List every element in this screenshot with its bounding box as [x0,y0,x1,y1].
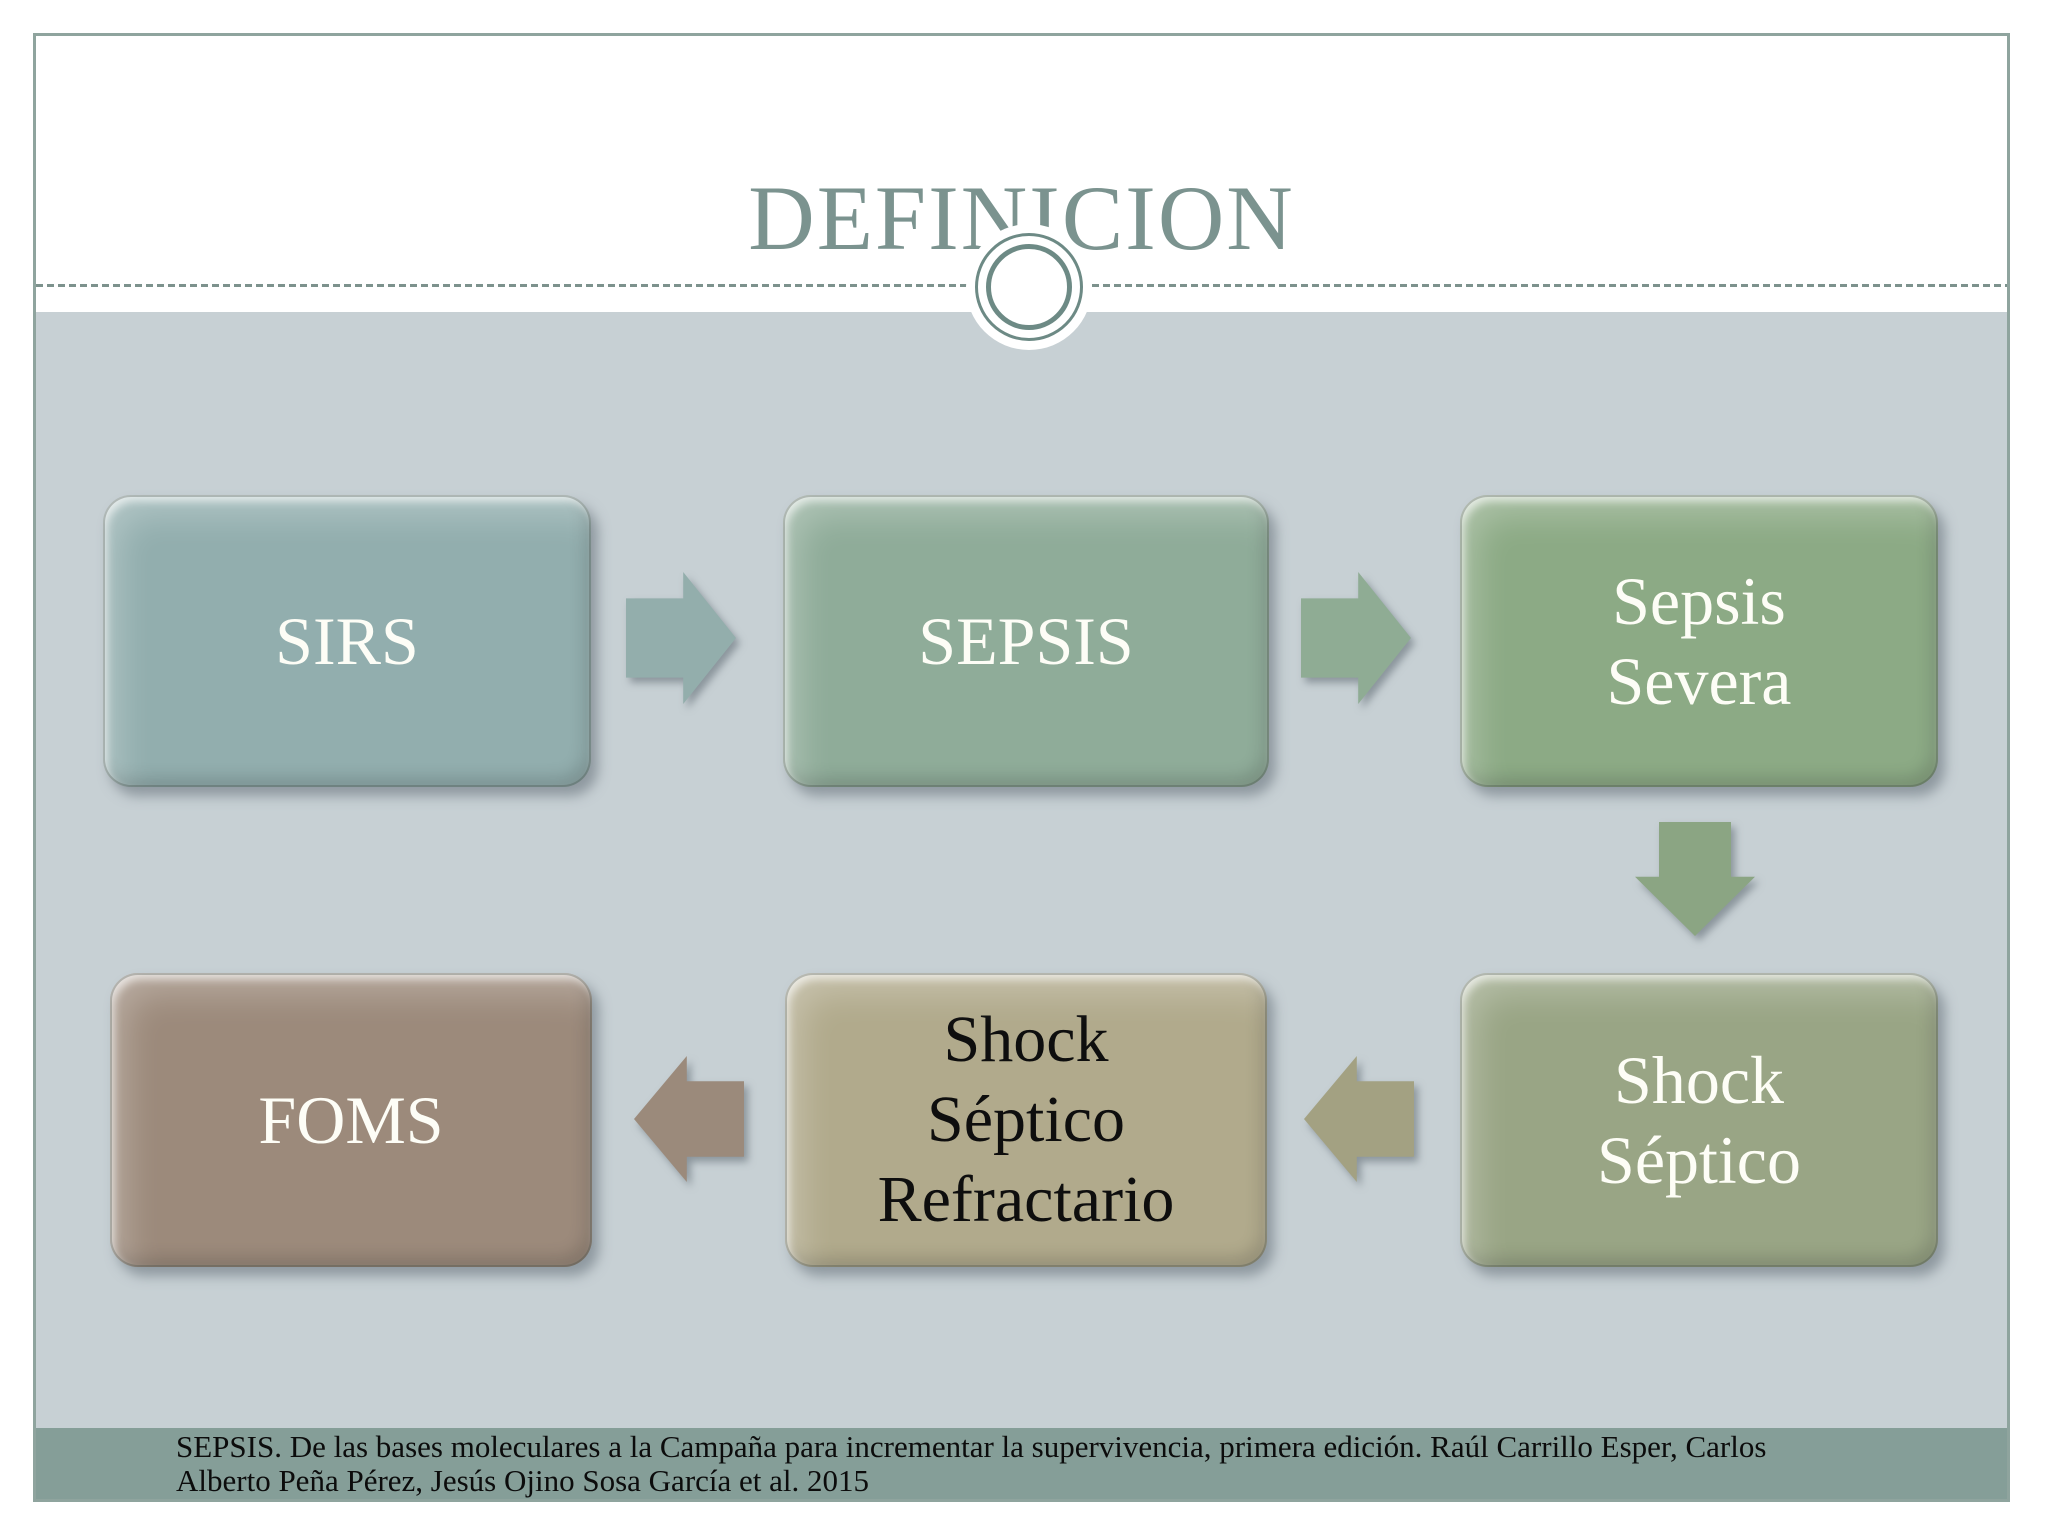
node-sepsis: SEPSIS [783,495,1269,787]
down-arrow-sepsis-severa-to-shock-septico-icon [1635,822,1755,936]
node-sepsis-label: SEPSIS [918,603,1134,679]
down-arrow-shape [1635,822,1755,936]
left-arrow-shape [634,1056,744,1182]
citation-band: SEPSIS. De las bases moleculares a la Ca… [36,1428,2007,1499]
citation-line-2: Alberto Peña Pérez, Jesús Ojino Sosa Gar… [176,1463,870,1498]
circle-ornament-outer-ring [975,233,1083,341]
right-arrow-shape [1301,572,1411,704]
node-shock-septico-refractario: Shock Séptico Refractario [785,973,1267,1267]
node-shock-septico-label-line1: Shock [1614,1042,1784,1118]
node-sirs: SIRS [103,495,591,787]
right-arrow-sirs-to-sepsis-icon [626,572,736,704]
node-sepsis-severa-label-line2: Severa [1606,643,1792,719]
circle-ornament-inner-ring [986,244,1072,330]
node-sirs-label: SIRS [275,603,419,679]
node-foms: FOMS [110,973,592,1267]
left-arrow-shape [1304,1056,1414,1182]
node-foms-label: FOMS [258,1082,444,1158]
right-arrow-sepsis-to-sepsis-severa-icon [1301,572,1411,704]
node-sepsis-severa: Sepsis Severa [1460,495,1938,787]
slide-frame [33,33,2010,1502]
node-sepsis-severa-label-line1: Sepsis [1612,563,1786,639]
left-arrow-shock-septico-to-refractario-icon [1304,1056,1414,1182]
node-refractario-label-line1: Shock [943,1003,1109,1076]
node-shock-septico: Shock Séptico [1460,973,1938,1267]
right-arrow-shape [626,572,736,704]
node-refractario-label-line2: Séptico [927,1083,1125,1156]
node-shock-septico-label-line2: Séptico [1597,1122,1801,1198]
left-arrow-refractario-to-foms-icon [634,1056,744,1182]
citation-line-1: SEPSIS. De las bases moleculares a la Ca… [176,1429,1767,1464]
node-refractario-label-line3: Refractario [877,1163,1175,1236]
